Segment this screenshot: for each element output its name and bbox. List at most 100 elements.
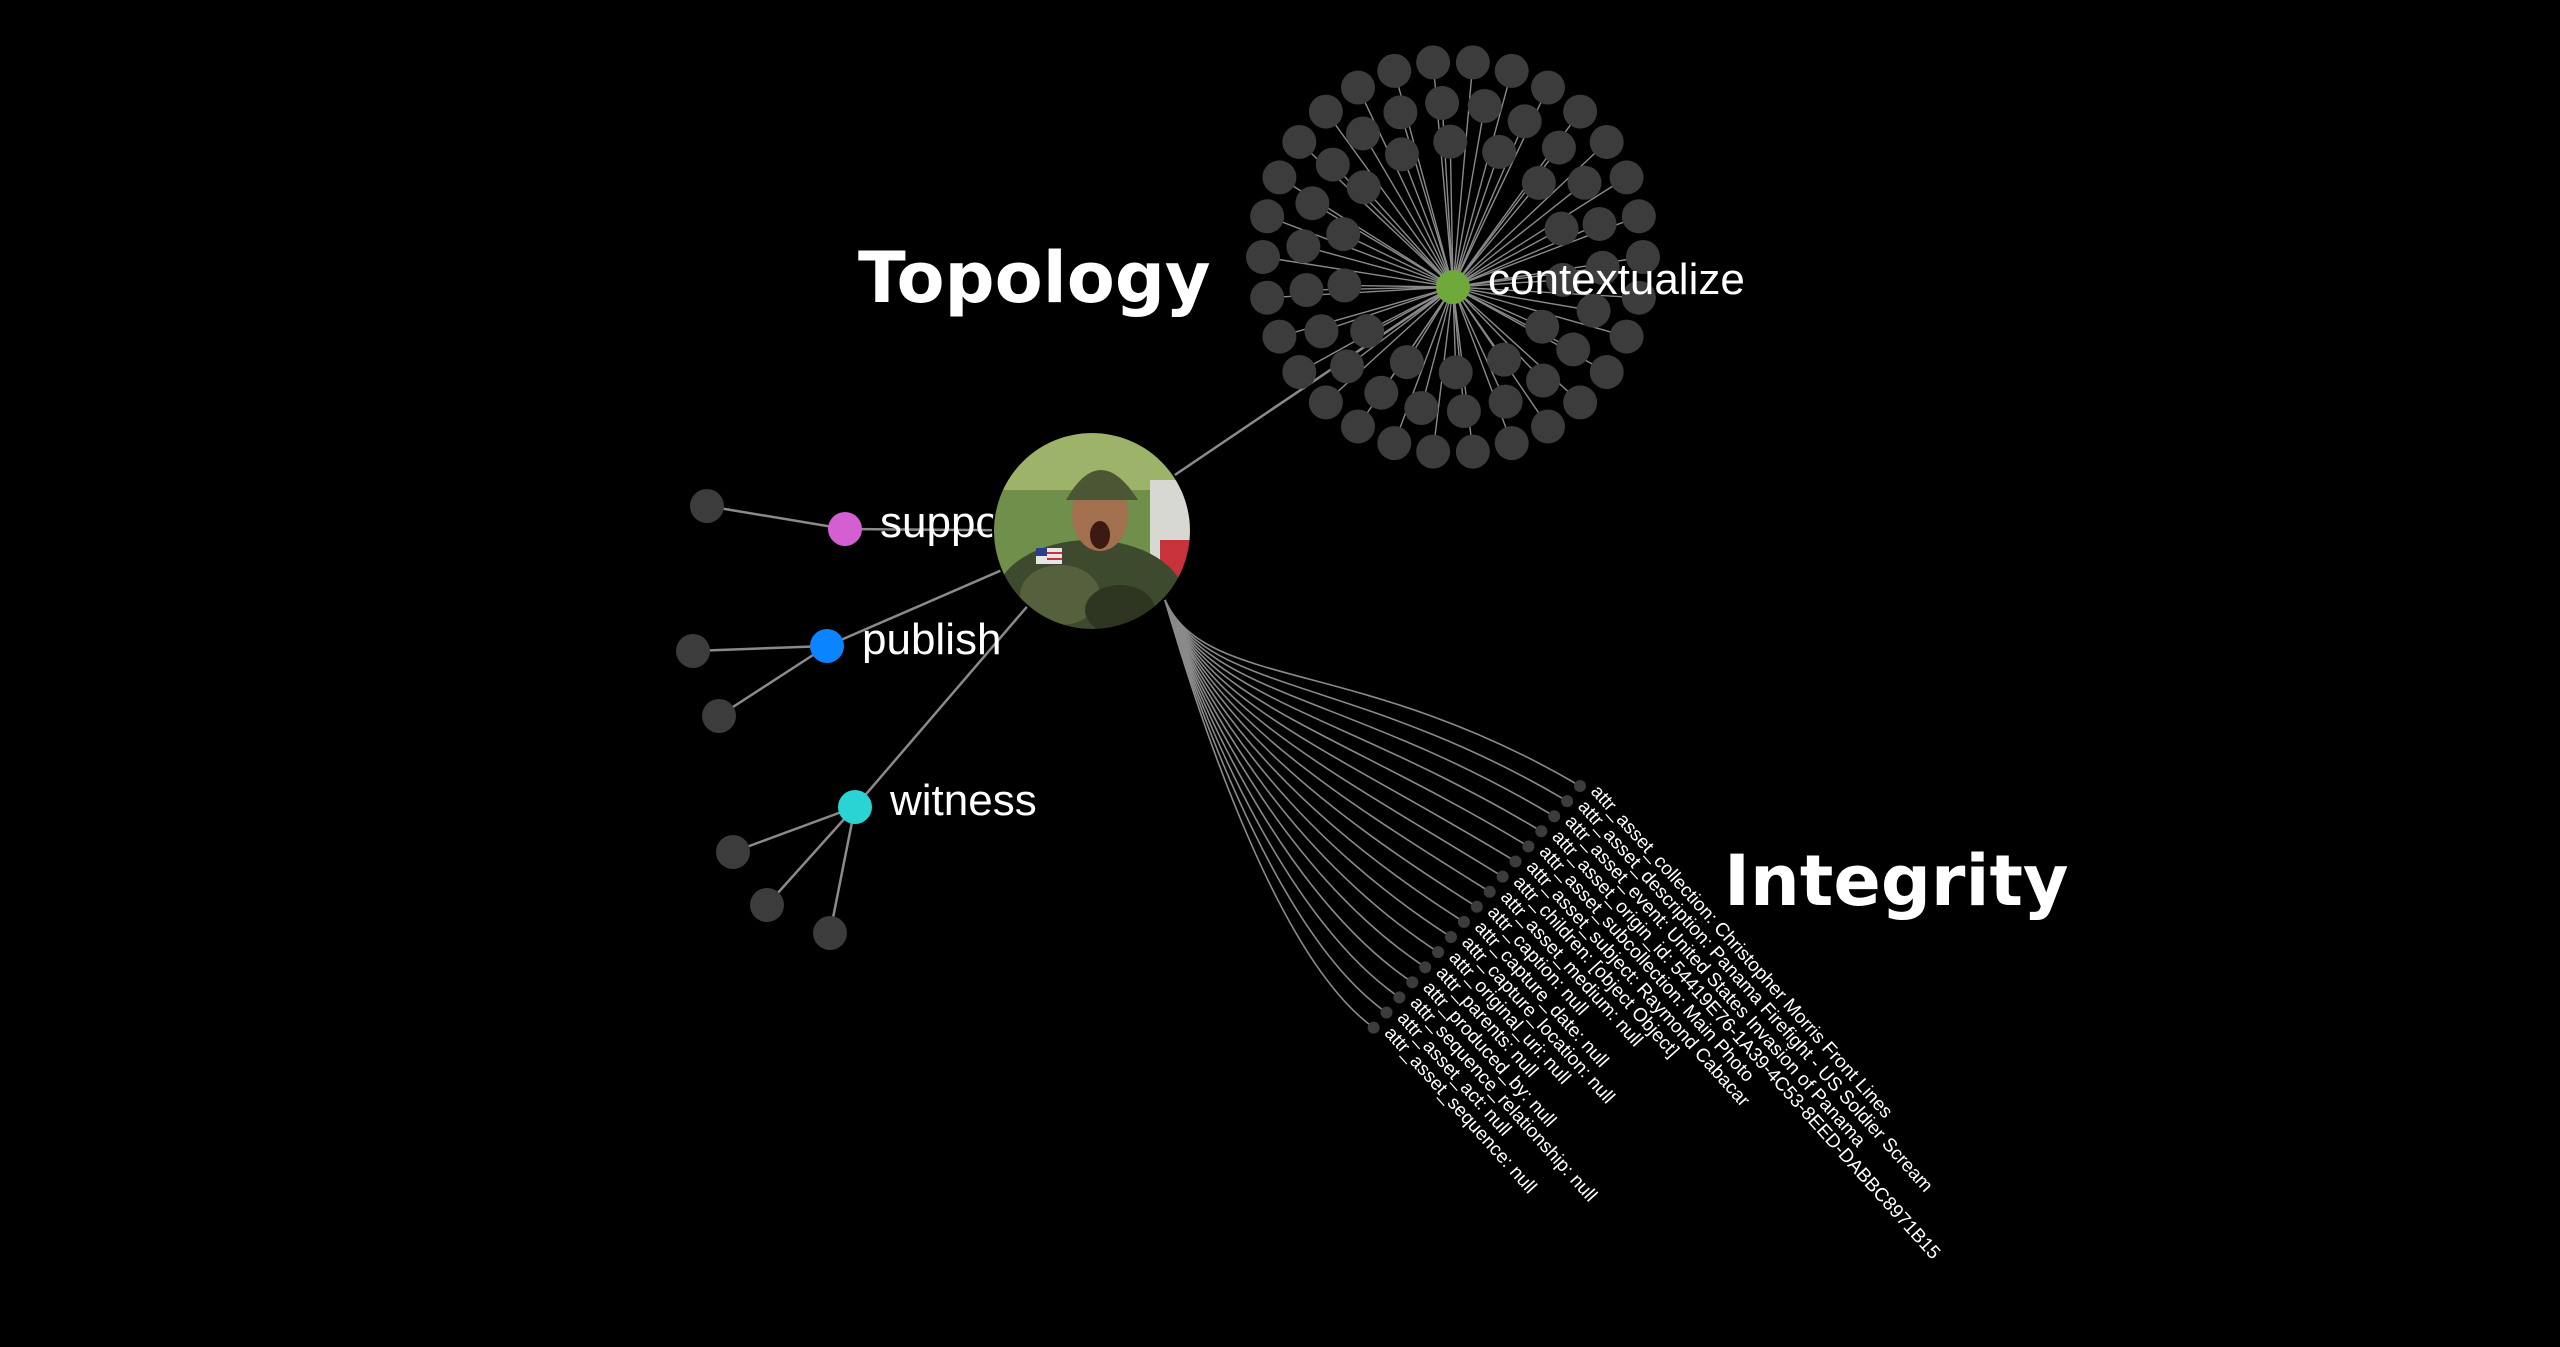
- contextualize-leaf-node[interactable]: [1438, 355, 1473, 390]
- contextualize-leaf-node[interactable]: [1350, 314, 1385, 349]
- contextualize-leaf-node[interactable]: [1377, 426, 1412, 461]
- contextualize-leaf-node[interactable]: [1346, 170, 1381, 205]
- soldier-photo-icon[interactable]: [990, 430, 1200, 660]
- contextualize-leaf-node[interactable]: [1609, 319, 1644, 354]
- contextualize-leaf-node[interactable]: [1494, 53, 1529, 88]
- contextualize-leaf-node[interactable]: [1621, 280, 1656, 315]
- contextualize-leaf-node[interactable]: [1345, 116, 1380, 151]
- attribute-dot[interactable]: [1483, 885, 1496, 898]
- contextualize-leaf-node[interactable]: [1262, 160, 1297, 195]
- edge-contextualize-leaf: [1325, 111, 1454, 288]
- attribute-dot[interactable]: [1496, 870, 1509, 883]
- contextualize-leaf-node[interactable]: [1576, 293, 1611, 328]
- contextualize-leaf-node[interactable]: [1455, 434, 1490, 469]
- contextualize-leaf-node[interactable]: [1482, 134, 1517, 169]
- contextualize-leaf-node[interactable]: [1467, 88, 1502, 123]
- attribute-dot[interactable]: [1470, 900, 1483, 913]
- contextualize-leaf-node[interactable]: [1494, 426, 1529, 461]
- attribute-dot[interactable]: [1574, 780, 1586, 792]
- witness-node[interactable]: [838, 790, 872, 824]
- contextualize-leaf-node[interactable]: [1250, 199, 1285, 234]
- attribute-dot[interactable]: [1393, 991, 1406, 1004]
- edge-contextualize-leaf: [1401, 154, 1454, 288]
- edge-contextualize-leaf: [1452, 286, 1507, 402]
- contextualize-leaf-node[interactable]: [1455, 45, 1490, 80]
- contextualize-leaf-node[interactable]: [1282, 355, 1317, 390]
- contextualize-leaf-node[interactable]: [1425, 85, 1460, 120]
- contextualize-leaf-node[interactable]: [1304, 314, 1339, 349]
- contextualize-leaf-node[interactable]: [1525, 309, 1560, 344]
- contextualize-leaf-node[interactable]: [1246, 240, 1280, 274]
- attribute-dot[interactable]: [1406, 976, 1419, 989]
- contextualize-leaf-node[interactable]: [1308, 385, 1343, 420]
- contextualize-leaf-node[interactable]: [1289, 273, 1324, 308]
- contextualize-leaf-node[interactable]: [1526, 363, 1561, 398]
- contextualize-leaf-node[interactable]: [1563, 385, 1598, 420]
- support-leaf-node[interactable]: [690, 489, 724, 523]
- witness-leaf-node[interactable]: [716, 835, 750, 869]
- support-node[interactable]: [828, 512, 862, 546]
- contextualize-leaf-node[interactable]: [1389, 345, 1424, 380]
- witness-leaf-node[interactable]: [813, 916, 847, 950]
- contextualize-leaf-node[interactable]: [1433, 124, 1468, 159]
- publish-node[interactable]: [810, 629, 844, 663]
- attribute-dot[interactable]: [1445, 931, 1457, 943]
- contextualize-leaf-node[interactable]: [1544, 211, 1579, 246]
- attribute-edge: [1164, 599, 1387, 1014]
- contextualize-leaf-node[interactable]: [1282, 124, 1317, 159]
- contextualize-leaf-node[interactable]: [1626, 240, 1660, 274]
- contextualize-leaf-node[interactable]: [1567, 165, 1602, 200]
- contextualize-leaf-node[interactable]: [1531, 70, 1565, 105]
- contextualize-leaf-node[interactable]: [1404, 391, 1439, 426]
- contextualize-leaf-node[interactable]: [1341, 70, 1375, 105]
- contextualize-leaf-node[interactable]: [1315, 147, 1350, 182]
- contextualize-leaf-node[interactable]: [1250, 280, 1285, 315]
- contextualize-leaf-node[interactable]: [1585, 250, 1620, 285]
- attribute-dot[interactable]: [1522, 840, 1535, 853]
- attribute-dot[interactable]: [1419, 961, 1432, 974]
- contextualize-leaf-node[interactable]: [1621, 199, 1656, 234]
- contextualize-leaf-node[interactable]: [1589, 355, 1624, 390]
- contextualize-leaf-node[interactable]: [1383, 95, 1418, 130]
- attribute-dot[interactable]: [1432, 946, 1445, 959]
- contextualize-leaf-node[interactable]: [1609, 160, 1644, 195]
- contextualize-leaf-node[interactable]: [1326, 217, 1361, 252]
- attribute-dot[interactable]: [1457, 915, 1470, 928]
- contextualize-leaf-node[interactable]: [1327, 268, 1362, 303]
- contextualize-leaf-node[interactable]: [1545, 262, 1580, 297]
- contextualize-leaf-node[interactable]: [1488, 384, 1523, 419]
- contextualize-leaf-node[interactable]: [1341, 409, 1375, 444]
- witness-leaf-node[interactable]: [750, 888, 784, 922]
- attribute-dot[interactable]: [1535, 825, 1548, 838]
- attribute-dot[interactable]: [1548, 810, 1561, 823]
- contextualize-leaf-node[interactable]: [1416, 45, 1451, 80]
- contextualize-leaf-node[interactable]: [1521, 165, 1556, 200]
- contextualize-leaf-node[interactable]: [1330, 349, 1365, 384]
- contextualize-leaf-node[interactable]: [1377, 53, 1412, 88]
- attribute-edges: [1164, 599, 1581, 1029]
- contextualize-leaf-node[interactable]: [1262, 319, 1297, 354]
- contextualize-leaf-node[interactable]: [1556, 332, 1591, 367]
- edge-contextualize-leaf: [1452, 176, 1627, 288]
- contextualize-leaf-node[interactable]: [1308, 94, 1343, 129]
- contextualize-leaf-node[interactable]: [1364, 375, 1399, 410]
- attribute-dot[interactable]: [1380, 1006, 1393, 1019]
- contextualize-leaf-node[interactable]: [1487, 342, 1522, 377]
- contextualize-leaf-node[interactable]: [1507, 104, 1542, 139]
- contextualize-leaf-node[interactable]: [1384, 137, 1419, 172]
- contextualize-leaf-node[interactable]: [1589, 124, 1624, 159]
- contextualize-leaf-node[interactable]: [1286, 229, 1321, 264]
- contextualize-node[interactable]: [1436, 270, 1470, 304]
- contextualize-leaf-node[interactable]: [1541, 130, 1576, 165]
- contextualize-leaf-node[interactable]: [1563, 94, 1598, 129]
- contextualize-leaf-node[interactable]: [1295, 186, 1330, 221]
- contextualize-leaf-node[interactable]: [1531, 409, 1565, 444]
- attribute-dot[interactable]: [1561, 795, 1574, 808]
- contextualize-leaf-node[interactable]: [1582, 206, 1617, 241]
- attribute-dot[interactable]: [1509, 855, 1522, 868]
- attribute-dot[interactable]: [1367, 1021, 1380, 1034]
- publish-leaf-node[interactable]: [702, 699, 736, 733]
- publish-leaf-node[interactable]: [676, 634, 710, 668]
- contextualize-leaf-node[interactable]: [1446, 394, 1481, 429]
- contextualize-leaf-node[interactable]: [1416, 434, 1451, 469]
